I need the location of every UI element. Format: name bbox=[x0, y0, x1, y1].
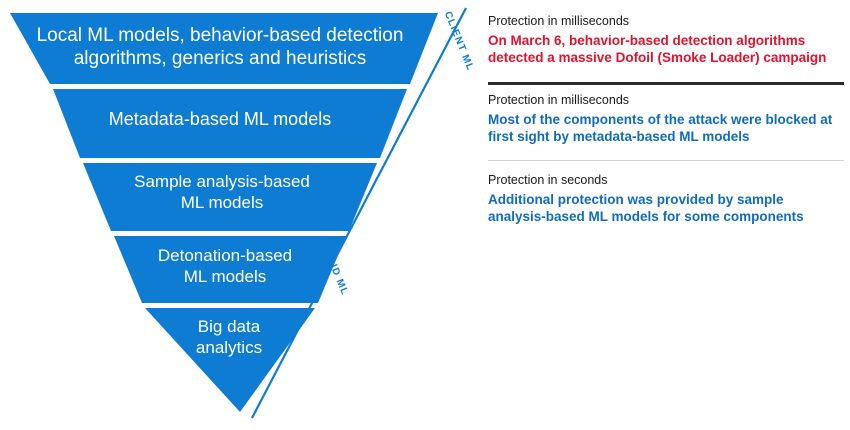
annotation-item: Protection in milliseconds On March 6, b… bbox=[488, 14, 850, 67]
annotation-item: Protection in seconds Additional protect… bbox=[488, 173, 850, 226]
funnel-shapes bbox=[10, 7, 467, 419]
funnel-band-5 bbox=[145, 308, 315, 412]
annotation-kicker: Protection in milliseconds bbox=[488, 93, 630, 107]
funnel-band-2 bbox=[53, 89, 407, 158]
annotation-panel: Protection in milliseconds On March 6, b… bbox=[488, 0, 850, 430]
annotation-body: On March 6, behavior-based detection alg… bbox=[488, 32, 827, 66]
annotation-kicker: Protection in milliseconds bbox=[488, 14, 630, 28]
annotation-kicker: Protection in seconds bbox=[488, 173, 608, 187]
annotation-body: Most of the components of the attack wer… bbox=[488, 111, 833, 145]
funnel-band-3 bbox=[83, 163, 377, 231]
funnel-band-1 bbox=[10, 13, 438, 84]
funnel-band-4 bbox=[114, 236, 346, 303]
annotation-divider-secondary bbox=[488, 160, 844, 161]
annotation-item: Protection in milliseconds Most of the c… bbox=[488, 93, 850, 146]
diagonal-accent-line bbox=[251, 7, 467, 419]
annotation-body: Additional protection was provided by sa… bbox=[488, 191, 804, 225]
annotation-divider-primary bbox=[488, 82, 844, 85]
funnel-diagram: Local ML models, behavior-based detectio… bbox=[10, 7, 476, 419]
